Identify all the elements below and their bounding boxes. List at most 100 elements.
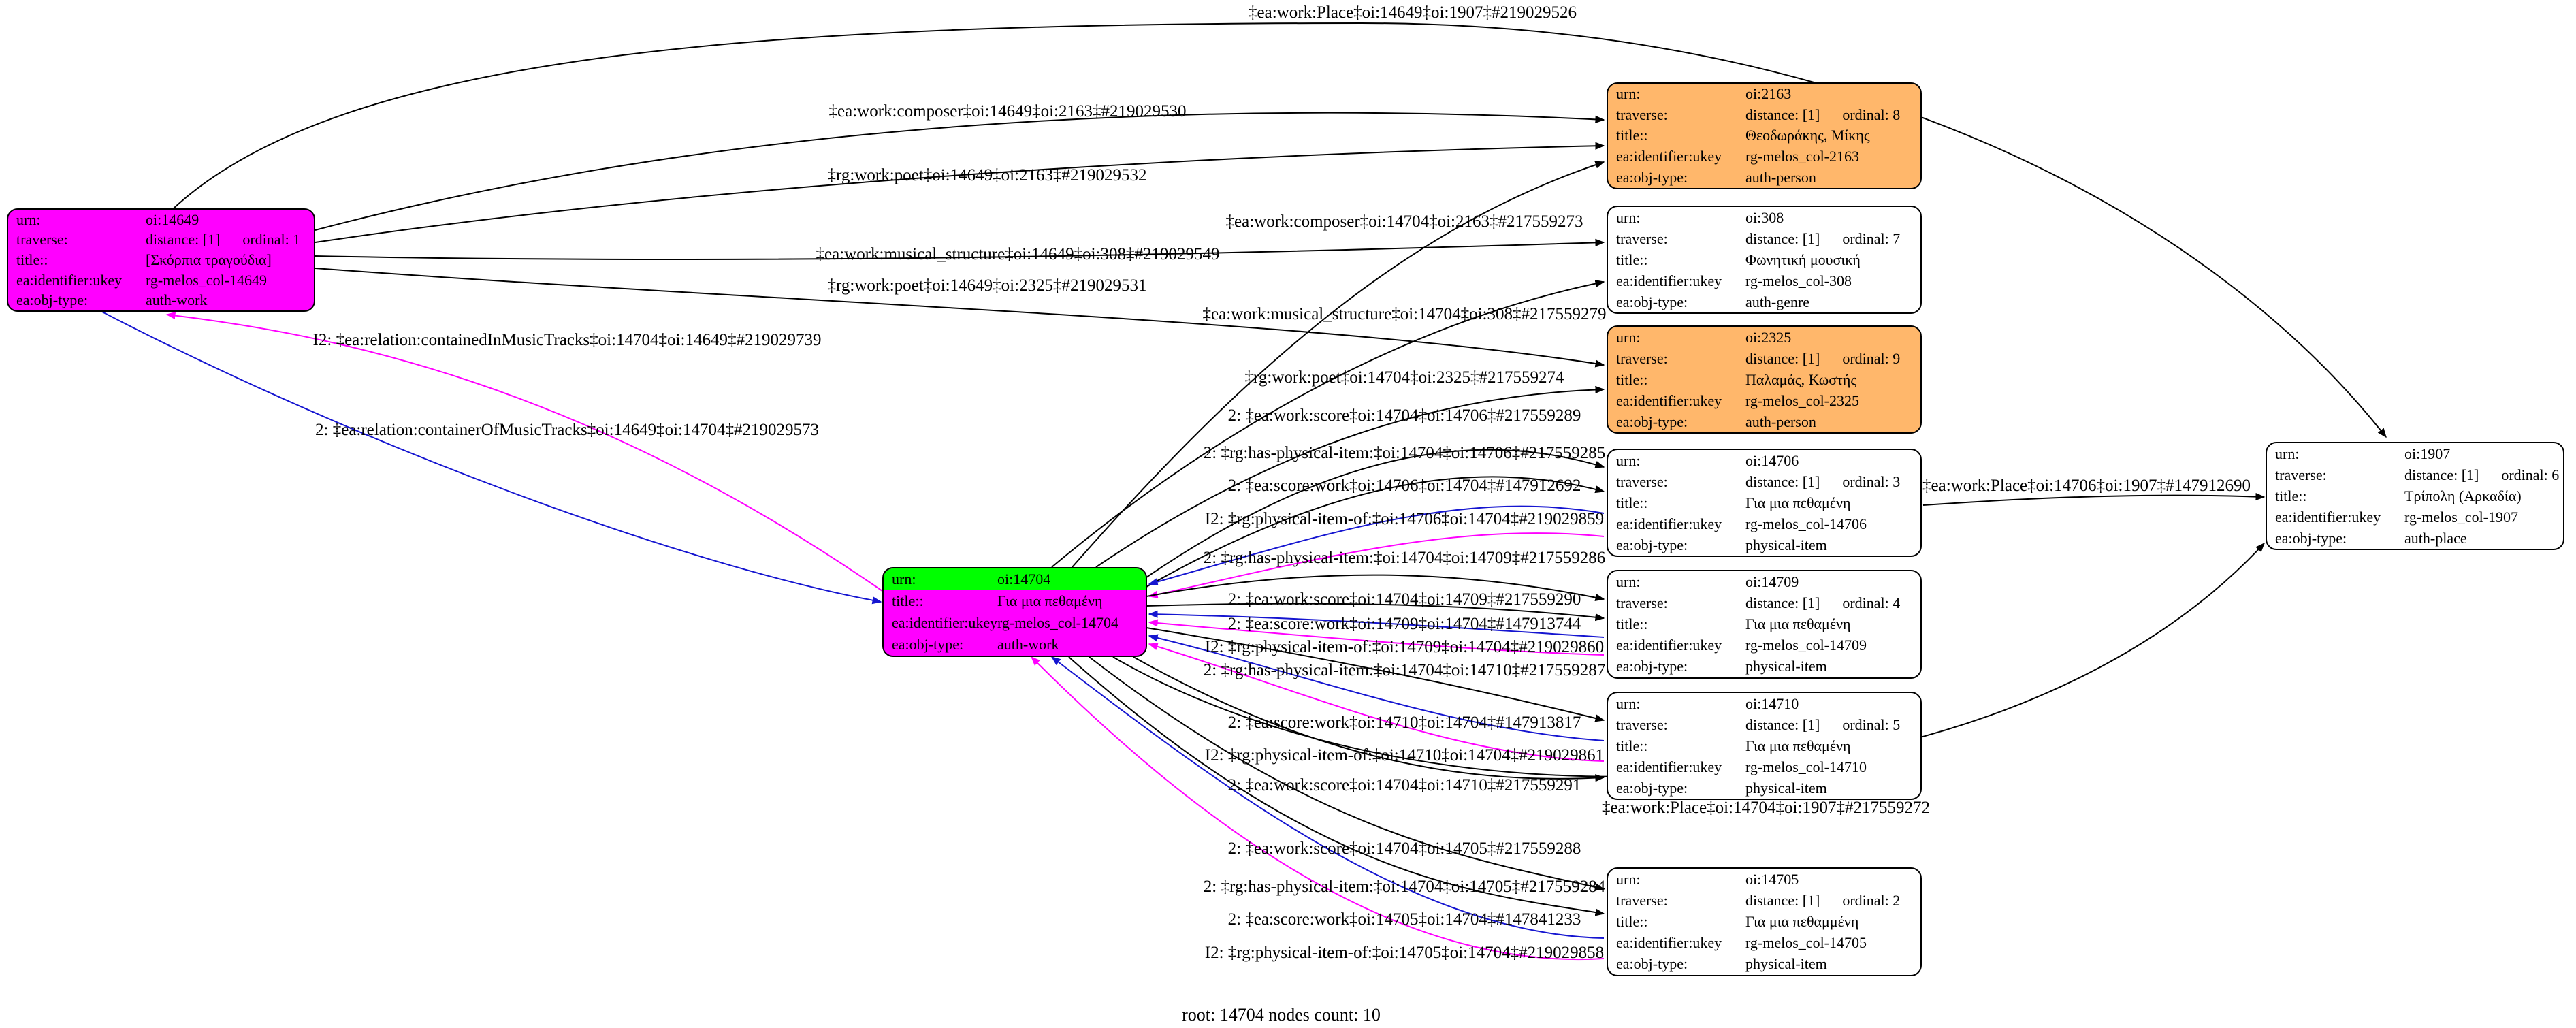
field-label: ea:identifier:ukey [1616,148,1722,165]
node-field-row: traverse:distance: [1] ordinal: 4 [1608,592,1920,613]
node-field-row: ea:obj-type:physical-item [1608,656,1920,677]
field-value: rg-melos_col-14704 [997,614,1119,631]
node-field-row: traverse:distance: [1] ordinal: 3 [1608,471,1920,492]
node-field-row: urn: oi:14705 [1608,869,1920,890]
field-value: distance: [1] ordinal: 9 [1745,349,1901,367]
field-label: ea:obj-type: [1616,779,1688,797]
field-label: ea:obj-type: [1616,293,1688,310]
field-label: traverse: [2275,466,2327,483]
field-label: title:: [1616,913,1648,930]
field-label: ea:identifier:ukey [892,614,998,631]
node-field-row: title::Για μια πεθαμένη [1608,613,1920,635]
node-field-row: title::Για μια πεθαμένη [884,590,1146,612]
field-label: traverse: [1616,716,1668,733]
edge-label-work-score-14704-14705: 2: ‡ea:work:score‡oi:14704‡oi:14705‡#217… [1227,839,1581,858]
field-value: physical-item [1745,536,1827,553]
edge-label-score-work-14706-14704: 2: ‡ea:score:work‡oi:14706‡oi:14704‡#147… [1227,477,1581,495]
edge-label-place-14704-1907: ‡ea:work:Place‡oi:14704‡oi:1907‡#2175592… [1602,799,1930,817]
edge-label-physical-item-of-14709-14704: I2: ‡rg:physical-item-of:‡oi:14709‡oi:14… [1204,638,1605,656]
field-value: rg-melos_col-14709 [1745,637,1867,654]
node-field-row: traverse:distance: [1] ordinal: 8 [1608,105,1920,126]
edge-label-place-14706-1907: ‡ea:work:Place‡oi:14706‡oi:1907‡#1479126… [1922,477,2251,495]
edge-label-poet-14704-2325: ‡rg:work:poet‡oi:14704‡oi:2325‡#21755927… [1244,368,1564,387]
edge-label-containedInMusicTracks-14704-14649: I2: ‡ea:relation:containedInMusicTracks‡… [312,331,822,349]
field-value: oi:14710 [1745,694,1799,712]
field-value: oi:2325 [1745,328,1792,346]
field-value: oi:308 [1745,208,1784,226]
node-field-row: traverse: distance: [1] ordinal: 1 [8,230,314,251]
edge-label-place-14649-1907: ‡ea:work:Place‡oi:14649‡oi:1907‡#2190295… [1249,3,1577,22]
field-label: ea:obj-type: [892,636,964,653]
edge-composer-14649-2163 [315,112,1605,231]
edge-physical-item-of-14705-14704 [1031,656,1605,961]
field-label: urn: [2275,445,2300,462]
node-field-row: title::Για μια πεθαμένη [1608,492,1920,513]
field-value: distance: [1] ordinal: 5 [1745,716,1901,733]
edge-label-composer-14649-2163: ‡ea:work:composer‡oi:14649‡oi:2163‡#2190… [828,102,1187,121]
edge-label-score-work-14705-14704: 2: ‡ea:score:work‡oi:14705‡oi:14704‡#147… [1227,910,1581,929]
node-field-row: urn:oi:14649 [8,210,314,230]
field-value: rg-melos_col-2163 [1745,148,1860,165]
field-value: rg-melos_col-14710 [1745,758,1867,775]
node-field-row: title::Θεοδωράκης, Μίκης [1608,125,1920,146]
field-label: urn: [1616,870,1641,888]
edge-containerOfMusicTracks-14649-14704 [101,311,882,605]
node-field-row: title::[Σκόρπια τραγούδια] [8,250,314,270]
field-value: Παλαμάς, Κωστής [1745,370,1857,388]
field-label: traverse: [16,231,68,248]
node-field-row: ea:obj-type:auth-person [1608,411,1920,432]
field-value: rg-melos_col-14649 [146,271,268,289]
edge-place-14649-1907 [173,22,2387,438]
edge-label-score-work-14709-14704: 2: ‡ea:score:work‡oi:14709‡oi:14704‡#147… [1227,615,1581,633]
edge-label-composer-14704-2163: ‡ea:work:composer‡oi:14704‡oi:2163‡#2175… [1225,212,1583,231]
edge-score-work-14710-14704 [1148,634,1605,741]
edge-work-score-14704-14705 [1089,656,1605,891]
field-label: title:: [16,251,48,268]
field-label: title:: [1616,494,1648,511]
field-value: rg-melos_col-14705 [1745,934,1867,952]
field-value: oi:1907 [2404,445,2451,462]
field-value: distance: [1] ordinal: 4 [1745,594,1901,611]
field-label: ea:identifier:ukey [1616,515,1722,532]
edge-poet-14649-2325 [315,268,1605,368]
node-field-row: urn:oi:308 [1608,207,1920,228]
field-value: oi:14705 [1745,870,1799,888]
field-label: ea:identifier:ukey [1616,637,1722,654]
edge-label-has-physical-item-14704-14706: 2: ‡rg:has-physical-item:‡oi:14704‡oi:14… [1203,444,1606,462]
field-value: rg-melos_col-308 [1745,272,1852,289]
edge-label-work-score-14704-14709: 2: ‡ea:work:score‡oi:14704‡oi:14709‡#217… [1227,590,1581,609]
field-label: ea:obj-type: [1616,413,1688,430]
graph-footer: root: 14704 nodes count: 10 [1182,1005,1381,1025]
edge-physical-item-of-14706-14704 [1148,532,1605,598]
node-field-row: ea:obj-type:auth-work [884,634,1146,656]
edge-containedInMusicTracks-14704-14649 [165,311,883,592]
node-field-row: title::Για μια πεθαμμένη [1608,911,1920,932]
field-label: urn: [1616,451,1641,469]
edge-has-physical-item-14704-14705 [1068,656,1605,916]
node-field-row: ea:obj-type:auth-person [1608,167,1920,188]
edge-musical-structure-14649-308 [315,238,1605,261]
field-value: Για μια πεθαμμένη [1745,913,1859,930]
node-field-row: ea:obj-type:physical-item [1608,534,1920,556]
field-value: auth-place [2404,529,2467,547]
node-field-row: urn:oi:14709 [1608,571,1920,592]
edge-label-has-physical-item-14704-14710: 2: ‡rg:has-physical-item:‡oi:14704‡oi:14… [1203,661,1606,679]
node-field-row: urn:oi:14706 [1608,450,1920,471]
edge-poet-14704-2325 [1095,385,1605,568]
field-value: rg-melos_col-2325 [1745,391,1860,409]
edge-physical-item-of-14710-14704 [1148,643,1605,762]
node-field-row: ea:obj-type:auth-work [8,290,314,310]
field-value: distance: [1] ordinal: 1 [146,231,301,248]
field-label: traverse: [1616,472,1668,490]
